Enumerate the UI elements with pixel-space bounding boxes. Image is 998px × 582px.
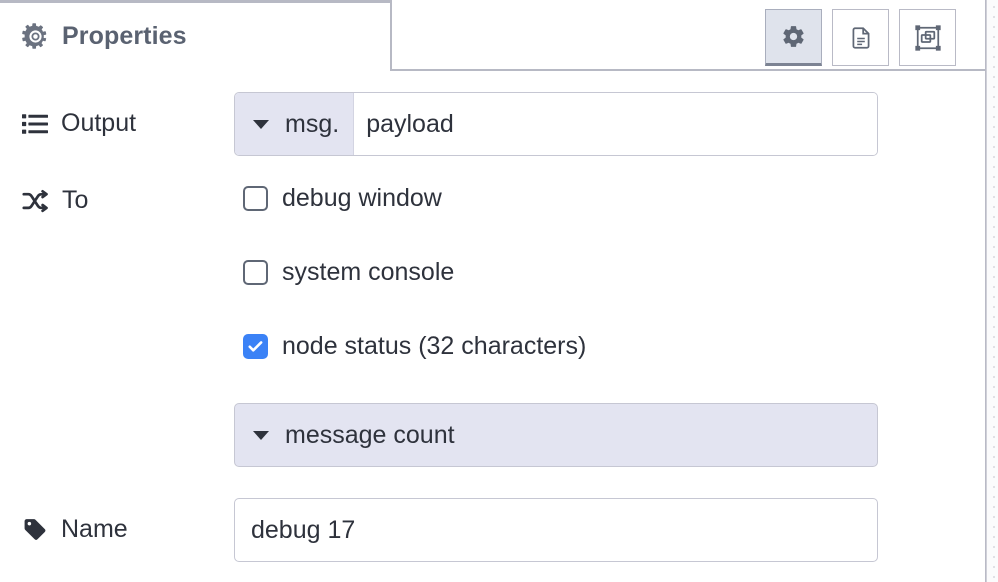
output-row: Output msg. payload xyxy=(0,92,986,156)
name-label: Name xyxy=(22,517,128,542)
name-row: Name debug 17 xyxy=(0,498,986,562)
chevron-down-icon xyxy=(253,119,269,129)
tab-properties[interactable]: Properties xyxy=(0,0,392,71)
checkbox-system-console[interactable]: system console xyxy=(243,260,454,285)
tag-icon xyxy=(22,517,48,542)
output-typed-input[interactable]: msg. payload xyxy=(234,92,878,156)
canvas-background-strip xyxy=(986,0,998,582)
tabbar-underline xyxy=(391,69,986,71)
output-type-label: msg. xyxy=(285,109,340,138)
shuffle-icon xyxy=(22,189,49,213)
properties-tab-button[interactable] xyxy=(765,9,822,66)
description-tab-button[interactable] xyxy=(832,9,889,66)
output-label: Output xyxy=(22,111,136,136)
list-icon xyxy=(22,113,48,135)
checkbox-box[interactable] xyxy=(243,186,268,211)
panel-right-border xyxy=(985,0,986,582)
panel-header: Properties xyxy=(0,0,986,71)
checkbox-label: node status (32 characters) xyxy=(282,332,587,360)
to-label: To xyxy=(22,188,88,213)
to-label-text: To xyxy=(62,186,89,214)
checkbox-label: system console xyxy=(282,258,455,286)
header-button-group xyxy=(765,9,956,66)
status-type-select[interactable]: message count xyxy=(234,403,878,467)
panel-title: Properties xyxy=(62,22,187,50)
checkbox-node-status[interactable]: node status (32 characters) xyxy=(243,334,586,359)
checkbox-box[interactable] xyxy=(243,260,268,285)
properties-form: Output msg. payload xyxy=(0,71,986,582)
output-label-text: Output xyxy=(61,109,137,137)
checkbox-box[interactable] xyxy=(243,334,268,359)
name-input[interactable]: debug 17 xyxy=(234,498,878,562)
status-type-value: message count xyxy=(285,420,455,449)
checkbox-debug-window[interactable]: debug window xyxy=(243,186,442,211)
appearance-icon xyxy=(914,24,942,52)
output-property-input[interactable]: payload xyxy=(354,93,877,155)
name-label-text: Name xyxy=(61,515,128,543)
checkbox-label: debug window xyxy=(282,184,442,212)
appearance-tab-button[interactable] xyxy=(899,9,956,66)
output-type-dropdown[interactable]: msg. xyxy=(235,93,355,155)
gear-icon xyxy=(22,23,49,50)
chevron-down-icon xyxy=(253,430,269,440)
gear-icon xyxy=(781,24,806,49)
document-icon xyxy=(848,25,874,51)
